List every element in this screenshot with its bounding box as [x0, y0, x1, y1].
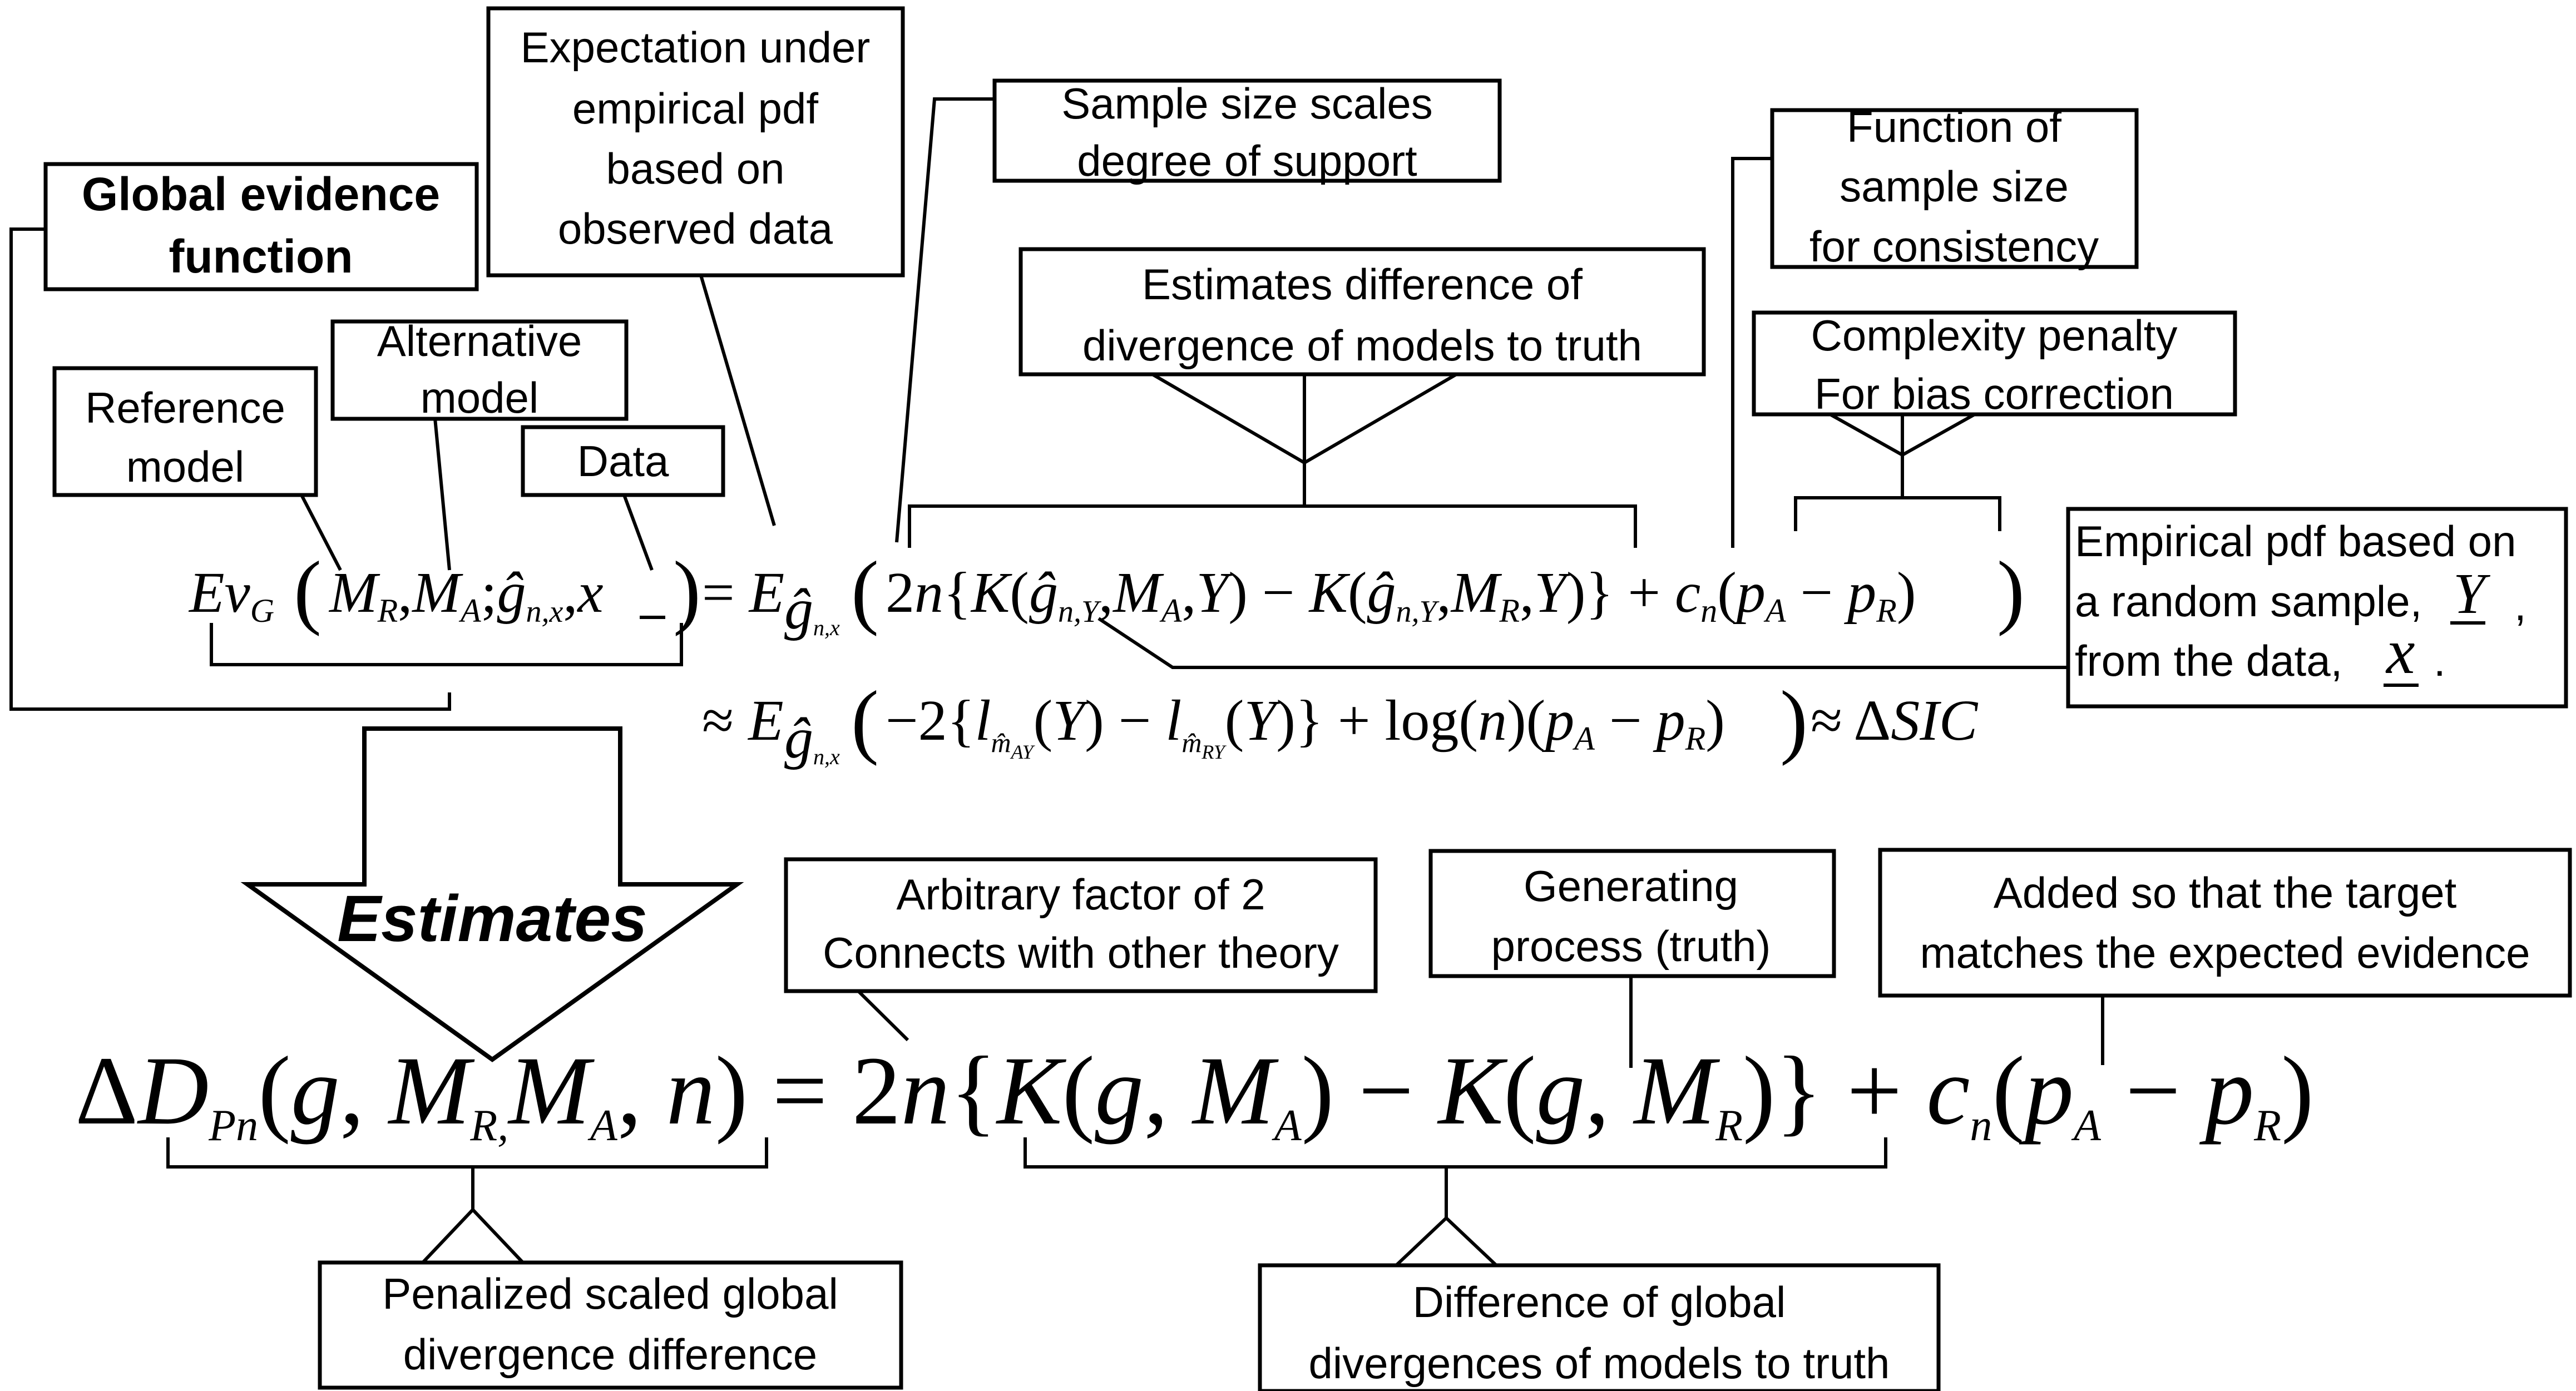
equation-evidence-line1: EvG ( MR,MA;ĝn,x,x ) = E ĝn,x ( 2n{K(ĝn,…: [188, 544, 2025, 641]
svg-text:): ): [1780, 674, 1808, 766]
svg-text:Data: Data: [577, 437, 669, 486]
generating-process-box: Generating process (truth): [1428, 849, 1836, 978]
svg-text:≈ ΔSIC: ≈ ΔSIC: [1811, 689, 1979, 753]
svg-text:divergences of models to truth: divergences of models to truth: [1309, 1339, 1890, 1388]
estimates-arrow-label: Estimates: [337, 882, 647, 956]
svg-text:For bias correction: For bias correction: [1814, 369, 2174, 418]
svg-text:2n{K(ĝn,Y,MA,Y) − K(ĝn,Y,MR,Y): 2n{K(ĝn,Y,MA,Y) − K(ĝn,Y,MR,Y)} + cn(pA …: [886, 561, 1916, 629]
svg-text:): ): [1997, 544, 2025, 637]
svg-text:model: model: [126, 442, 244, 491]
svg-text:Empirical pdf based on: Empirical pdf based on: [2075, 517, 2516, 566]
svg-text:empirical pdf: empirical pdf: [572, 84, 819, 133]
svg-text:Difference of global: Difference of global: [1413, 1278, 1786, 1326]
svg-text:model: model: [421, 373, 538, 422]
empirical-pdf-box: Empirical pdf based on a random sample, …: [2066, 507, 2568, 709]
alternative-model-box: Alternative model: [330, 316, 629, 422]
svg-text:= E: = E: [702, 561, 784, 625]
svg-text:(: (: [851, 674, 879, 766]
svg-text:): ): [673, 544, 701, 637]
svg-text:MR,MA;ĝn,x,x: MR,MA;ĝn,x,x: [328, 561, 604, 629]
svg-text:observed data: observed data: [558, 204, 833, 253]
arbitrary-factor-box: Arbitrary factor of 2 Connects with othe…: [784, 857, 1378, 993]
svg-text:Alternative: Alternative: [377, 316, 582, 365]
svg-text:ΔDPn(g, MR,MA, n) = 2n{K(g, MA: ΔDPn(g, MR,MA, n) = 2n{K(g, MA) − K(g, M…: [75, 1037, 2314, 1150]
svg-text:≈ E: ≈ E: [702, 689, 784, 753]
added-so-that-box: Added so that the target matches the exp…: [1878, 848, 2572, 998]
svg-text:Y: Y: [2453, 562, 2491, 626]
svg-text:EvG: EvG: [188, 561, 274, 629]
svg-text:based on: based on: [606, 144, 785, 193]
svg-text:x: x: [2385, 616, 2415, 687]
svg-text:Estimates difference of: Estimates difference of: [1142, 260, 1583, 309]
svg-text:Function of: Function of: [1847, 102, 2061, 151]
estimates-difference-box: Estimates difference of divergence of mo…: [1018, 247, 1706, 377]
svg-text:,: ,: [2514, 581, 2526, 630]
data-box: Data: [521, 425, 725, 497]
svg-text:Arbitrary factor of 2: Arbitrary factor of 2: [896, 870, 1265, 919]
equation-delta-d: ΔDPn(g, MR,MA, n) = 2n{K(g, MA) − K(g, M…: [75, 1037, 2314, 1150]
svg-text:Expectation under: Expectation under: [521, 23, 871, 72]
global-evidence-box: Global evidence function: [43, 162, 479, 291]
svg-text:Generating: Generating: [1524, 862, 1738, 910]
complexity-penalty-box: Complexity penalty For bias correction: [1752, 310, 2237, 418]
svg-text:function: function: [169, 230, 353, 283]
svg-text:for consistency: for consistency: [1809, 222, 2099, 271]
difference-global-box: Difference of global divergences of mode…: [1258, 1263, 1941, 1391]
reference-model-box: Reference model: [52, 366, 318, 497]
svg-text:Added so that the target: Added so that the target: [1994, 868, 2457, 917]
svg-text:Connects with other theory: Connects with other theory: [823, 928, 1339, 977]
svg-text:ĝn,x: ĝn,x: [784, 577, 840, 641]
svg-text:process (truth): process (truth): [1491, 922, 1771, 971]
estimates-arrow: Estimates: [240, 726, 744, 1062]
svg-text:Reference: Reference: [85, 383, 285, 432]
svg-text:matches the expected evidence: matches the expected evidence: [1920, 928, 2530, 977]
equation-evidence-line2: ≈ E ĝn,x ( −2{lm̂AY(Y) − lm̂RY(Y)} + log…: [702, 674, 1979, 770]
svg-text:.: .: [2434, 636, 2446, 685]
svg-text:divergence difference: divergence difference: [403, 1330, 817, 1379]
svg-text:from the data,: from the data,: [2075, 636, 2342, 685]
svg-text:Complexity penalty: Complexity penalty: [1811, 311, 2178, 360]
svg-text:Sample size scales: Sample size scales: [1061, 79, 1433, 128]
svg-text:divergence of models to truth: divergence of models to truth: [1082, 321, 1642, 370]
expectation-box: Expectation under empirical pdf based on…: [486, 6, 905, 278]
function-of-sample-size-box: Function of sample size for consistency: [1770, 102, 2139, 271]
svg-text:Penalized scaled global: Penalized scaled global: [382, 1269, 838, 1318]
svg-text:sample size: sample size: [1840, 162, 2069, 211]
svg-text:(: (: [851, 544, 879, 637]
svg-text:a random sample,: a random sample,: [2075, 577, 2422, 626]
svg-text:degree of support: degree of support: [1077, 136, 1417, 185]
penalized-box: Penalized scaled global divergence diffe…: [318, 1260, 903, 1390]
svg-text:(: (: [294, 544, 322, 637]
connector-lines: [9, 97, 2104, 1267]
svg-text:Global evidence: Global evidence: [82, 168, 440, 220]
svg-text:−2{lm̂AY(Y) − lm̂RY(Y)} + log(: −2{lm̂AY(Y) − lm̂RY(Y)} + log(n)(pA − pR…: [886, 689, 1725, 763]
sample-size-scales-box: Sample size scales degree of support: [992, 78, 1502, 185]
svg-text:ĝn,x: ĝn,x: [784, 706, 840, 770]
